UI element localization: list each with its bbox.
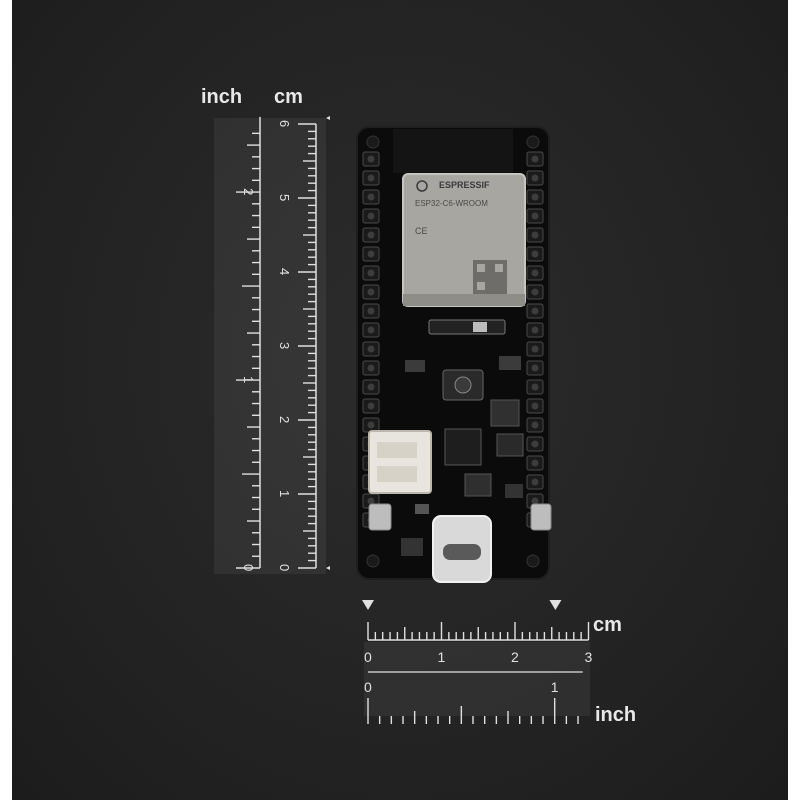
espressif-logo-icon: [416, 180, 428, 192]
inch-tick-label: 2: [241, 188, 256, 195]
ruler-arrow-top: [326, 116, 330, 120]
mounting-hole: [366, 135, 380, 149]
module-edge: [403, 294, 525, 306]
connector-pin-slot: [377, 466, 417, 482]
cm-tick-label: 0: [277, 564, 292, 571]
inch-tick-label: 1: [241, 376, 256, 383]
module-brand: ESPRESSIF: [439, 180, 490, 190]
header-pin-hole: [531, 364, 539, 372]
inch-tick-label: 0: [241, 564, 256, 571]
cm-tick-label: 3: [585, 649, 593, 665]
header-pin-hole: [531, 288, 539, 296]
button-strip: [428, 319, 506, 335]
header-pin-hole: [367, 345, 375, 353]
switch-actuator: [473, 322, 487, 332]
header-pin-hole: [367, 364, 375, 372]
header-pin-hole: [531, 497, 539, 505]
pin-header-right: [526, 151, 544, 528]
header-pin-hole: [531, 402, 539, 410]
header-pin-hole: [367, 497, 375, 505]
header-pin-hole: [531, 326, 539, 334]
vertical-ruler-svg: 0 1 2 3 4 5 6 0 1 2: [214, 116, 330, 574]
ruler-arrow-bottom: [326, 566, 330, 570]
dev-board: ESPRESSIF ESP32-C6-WROOM CE: [356, 126, 552, 583]
header-pin-hole: [367, 155, 375, 163]
mounting-hole: [526, 135, 540, 149]
ruler-body: [364, 642, 590, 716]
header-pin-hole: [367, 402, 375, 410]
header-pin-hole: [531, 307, 539, 315]
reset-button-cap: [454, 376, 472, 394]
header-pin-hole: [531, 155, 539, 163]
header-pin-hole: [367, 231, 375, 239]
cm-tick-label: 2: [511, 649, 519, 665]
header-pin-hole: [367, 421, 375, 429]
smd-component: [405, 360, 425, 372]
mounting-hole: [526, 554, 540, 568]
header-pin-hole: [531, 478, 539, 486]
inch-tick-label: 0: [364, 679, 372, 695]
header-pin-hole: [531, 174, 539, 182]
ruler-arrow-left: [362, 600, 374, 610]
header-pin-hole: [367, 193, 375, 201]
ruler-unit-cm-label: cm: [274, 86, 303, 108]
charger-ic: [444, 428, 482, 466]
inch-tick-label: 1: [551, 679, 559, 695]
ruler-unit-cm-label-bottom: cm: [593, 614, 622, 636]
smd-component: [505, 484, 523, 498]
ruler-arrow-right: [549, 600, 562, 610]
inductor: [490, 399, 520, 427]
cm-tick-label: 2: [277, 416, 292, 423]
ruler-unit-inch-label: inch: [201, 86, 243, 108]
header-pin-hole: [367, 288, 375, 296]
smd-component: [401, 538, 423, 556]
cm-tick-label: 5: [277, 194, 292, 201]
smd-component: [499, 356, 521, 370]
horizontal-ruler-svg: 0 1 2 3 0 1: [362, 600, 593, 724]
header-pin-hole: [367, 250, 375, 258]
header-pin-hole: [531, 212, 539, 220]
header-pin-hole: [531, 269, 539, 277]
cm-tick-label: 3: [277, 342, 292, 349]
connector-pin-slot: [377, 442, 417, 458]
boot-button: [368, 503, 392, 531]
photo-background: inch cm 0 1 2 3 4 5 6 0 1 2 0 1 2 3 0 1 cm inch: [12, 0, 788, 800]
module-model: ESP32-C6-WROOM: [415, 199, 488, 208]
header-pin-hole: [531, 193, 539, 201]
pin-header-left: [362, 151, 380, 528]
header-pin-hole: [367, 269, 375, 277]
header-pin-hole: [531, 459, 539, 467]
header-pin-hole: [531, 231, 539, 239]
ruler-unit-inch-label-bottom: inch: [595, 704, 637, 726]
header-pin-hole: [531, 440, 539, 448]
header-pin-hole: [531, 345, 539, 353]
smd-resistor: [415, 504, 429, 514]
header-pin-hole: [367, 326, 375, 334]
header-pin-hole: [367, 307, 375, 315]
smd-component: [464, 473, 492, 497]
cm-tick-label: 4: [277, 268, 292, 275]
header-pin-hole: [367, 174, 375, 182]
header-pin-hole: [531, 421, 539, 429]
header-pin-hole: [531, 250, 539, 258]
cm-tick-label: 1: [277, 490, 292, 497]
mounting-hole: [366, 554, 380, 568]
cm-tick-label: 6: [277, 120, 292, 127]
cm-tick-label: 1: [438, 649, 446, 665]
header-pin-hole: [367, 383, 375, 391]
usb-c-port: [443, 544, 481, 560]
cm-tick-label: 0: [364, 649, 372, 665]
battery-connector: [368, 430, 432, 494]
antenna-area: [393, 129, 513, 173]
side-button: [530, 503, 552, 531]
regulator-ic: [496, 433, 524, 457]
header-pin-hole: [531, 383, 539, 391]
module-cert: CE: [415, 226, 428, 236]
header-pin-hole: [367, 212, 375, 220]
